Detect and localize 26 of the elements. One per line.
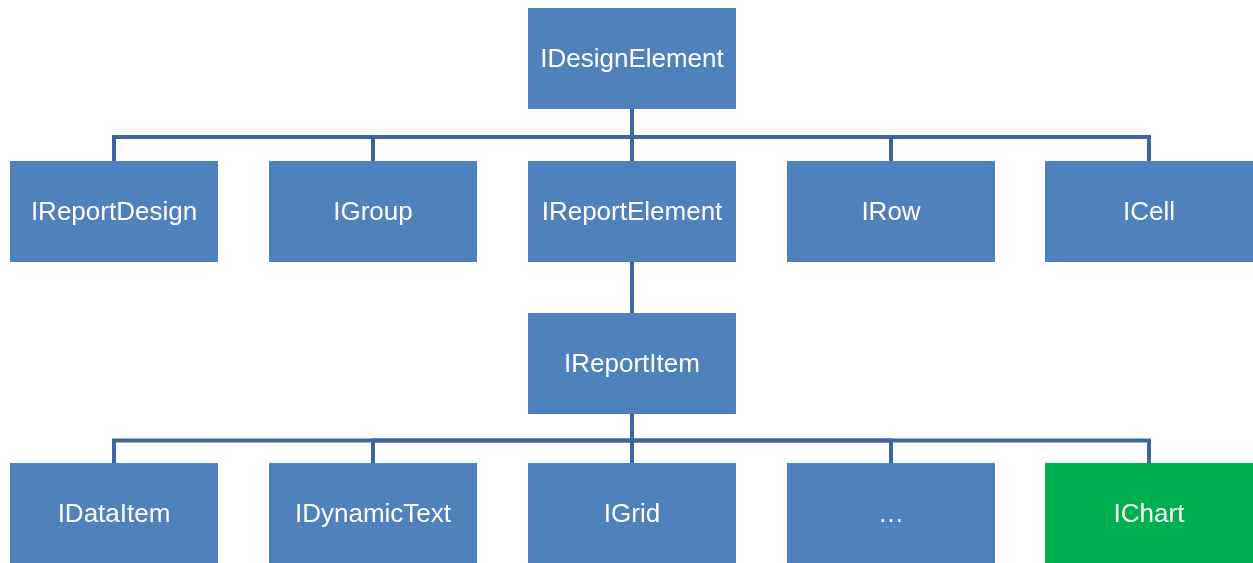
class-name: IReportDesign	[30, 196, 198, 227]
class-box	[269, 161, 477, 262]
class-name: IReportItem	[564, 348, 700, 379]
class-box	[787, 463, 995, 563]
connector-line	[630, 414, 1151, 463]
class-box	[1045, 161, 1253, 262]
class-box	[528, 8, 736, 109]
connector-line	[630, 262, 634, 313]
class-box	[1045, 463, 1253, 563]
class-box	[528, 161, 736, 262]
class-name: ICell	[1123, 196, 1175, 227]
class-name: IChart	[1113, 498, 1185, 529]
class-box	[10, 161, 218, 262]
class-name: IReportElement	[541, 196, 723, 227]
class-name: IDataItem	[57, 498, 171, 529]
class-box	[269, 463, 477, 563]
class-box	[787, 161, 995, 262]
class-name: …	[878, 498, 904, 529]
class-name: IGrid	[603, 498, 661, 529]
class-name: IDynamicText	[294, 498, 451, 529]
class-box	[528, 313, 736, 414]
class-name: IDesignElement	[540, 43, 724, 74]
class-box	[10, 463, 218, 563]
class-name: IRow	[861, 196, 921, 227]
class-name: IGroup	[333, 196, 413, 227]
class-box	[528, 463, 736, 563]
